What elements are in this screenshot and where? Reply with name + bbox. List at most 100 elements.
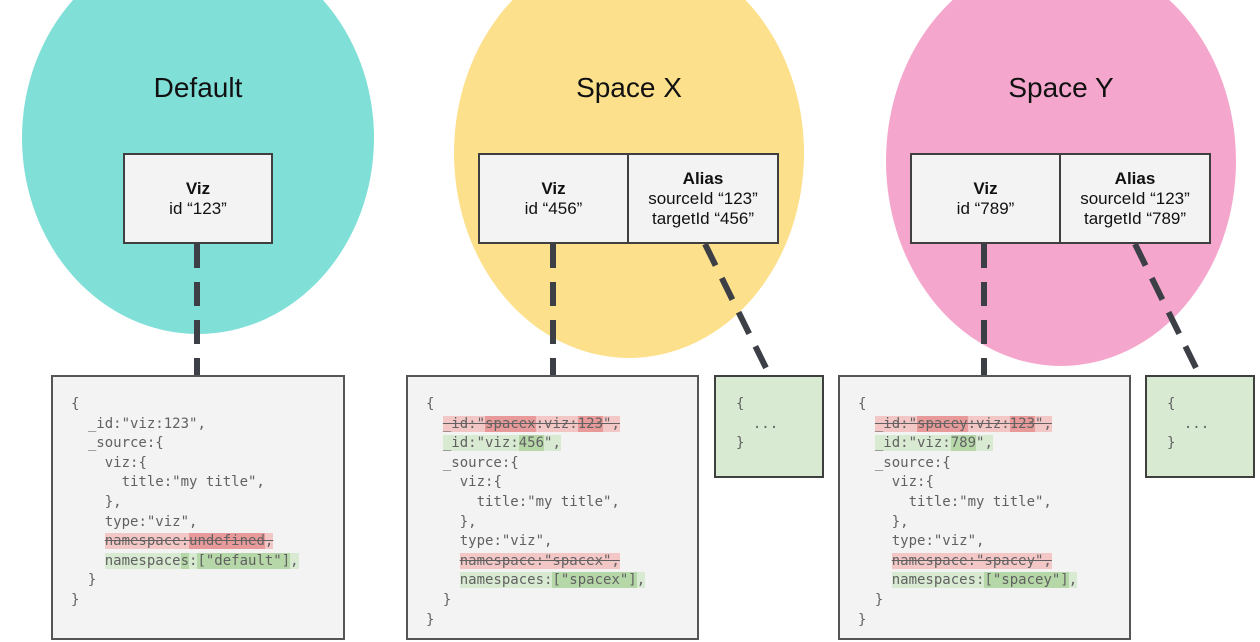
- code-token: [858, 572, 892, 588]
- removed-token: :": [900, 415, 918, 432]
- code-line: viz:{: [858, 473, 1129, 493]
- added-token: namespaces:: [459, 572, 553, 589]
- space-x-alias-box: Alias sourceId “123” targetId “456”: [627, 153, 779, 244]
- space-x-viz-box: Viz id “456”: [478, 153, 629, 244]
- code-token: :{: [485, 474, 502, 491]
- code-line: },: [71, 493, 343, 513]
- code-token: type: [426, 533, 494, 550]
- added-token: _id:"viz:: [874, 435, 951, 452]
- removed-token: namespace:"spacex",: [459, 552, 620, 569]
- code-token: :"viz",: [138, 513, 198, 530]
- added-token: ,: [290, 552, 299, 569]
- code-line: namespace:undefined,: [71, 532, 343, 552]
- added-token: ["default"]: [197, 552, 291, 569]
- code-token: }: [426, 591, 452, 608]
- code-token: title: [426, 493, 519, 510]
- code-token: :{: [146, 435, 164, 452]
- code-line: },: [426, 513, 697, 533]
- code-line: {: [426, 395, 697, 415]
- space-y-saved-object-doc: { _id:"spacey:viz:123", _id:"viz:789", _…: [838, 375, 1131, 640]
- code-token: :"viz:123",: [113, 415, 206, 432]
- viz-box-id: id “789”: [956, 198, 1015, 218]
- removed-token: ,: [264, 533, 274, 550]
- removed-token: 123: [1009, 415, 1036, 432]
- removed-token: ",: [1035, 415, 1052, 432]
- code-line: }: [71, 591, 343, 611]
- code-token: [858, 435, 875, 451]
- code-line: type:"viz",: [858, 532, 1129, 552]
- code-token: },: [71, 493, 122, 510]
- code-line: },: [858, 513, 1129, 533]
- code-line: }: [858, 591, 1129, 611]
- code-line: namespaces:["spacex"],: [426, 571, 697, 591]
- code-line: {: [71, 395, 343, 415]
- viz-box-title: Viz: [541, 178, 566, 198]
- removed-token: namespace:"spacey",: [891, 552, 1052, 569]
- code-token: :"my title",: [518, 493, 620, 510]
- code-line: namespace:"spacex",: [426, 552, 697, 572]
- default-viz-box: Viz id “123”: [123, 153, 273, 244]
- code-token: }: [858, 591, 884, 608]
- code-token: }: [426, 611, 435, 628]
- code-token: type: [71, 513, 139, 530]
- added-token: ["spacex"]: [552, 572, 637, 589]
- added-token: _id:"viz:: [442, 435, 519, 452]
- code-line: }: [71, 571, 343, 591]
- code-line: {: [1167, 396, 1176, 412]
- code-line: type:"viz",: [426, 532, 697, 552]
- space-x-title: Space X: [576, 72, 682, 103]
- code-line: {: [736, 396, 745, 412]
- code-line: }: [736, 435, 745, 452]
- default-space-title: Default: [153, 72, 243, 103]
- code-line: ...: [1167, 415, 1210, 432]
- code-line: }: [1167, 435, 1176, 452]
- code-token: title: [71, 474, 164, 491]
- added-token: ,: [636, 572, 646, 589]
- added-token: namespace: [104, 552, 181, 569]
- code-token: _source: [858, 454, 934, 471]
- code-token: }: [858, 611, 867, 628]
- space-y-viz-box: Viz id “789”: [910, 153, 1061, 244]
- removed-token: undefined: [189, 533, 265, 550]
- code-line: viz:{: [426, 473, 697, 493]
- space-x-alias-connector: [702, 242, 773, 378]
- viz-box-title: Viz: [973, 178, 998, 198]
- code-line: title:"my title",: [858, 493, 1129, 513]
- removed-token: :viz:: [535, 415, 578, 432]
- code-token: _id: [71, 415, 114, 432]
- code-token: :{: [933, 454, 951, 471]
- code-line: _id:"viz:789",: [858, 434, 1129, 454]
- code-token: [71, 533, 105, 549]
- code-token: :"viz",: [925, 533, 985, 550]
- code-line: namespaces:["spacey"],: [858, 571, 1129, 591]
- default-saved-object-doc: { _id:"viz:123", _source:{ viz:{ title:"…: [51, 375, 345, 640]
- alias-box-title: Alias: [682, 168, 724, 188]
- space-x-alias-doc: { ...}: [714, 375, 824, 478]
- viz-box-id: id “123”: [169, 198, 227, 218]
- code-token: _source: [71, 435, 147, 452]
- code-token: :"my title",: [950, 493, 1052, 510]
- removed-token: :viz:: [967, 415, 1010, 432]
- code-token: viz: [858, 474, 918, 491]
- viz-box-title: Viz: [185, 178, 211, 198]
- code-line: title:"my title",: [71, 473, 343, 493]
- alias-box-title: Alias: [1114, 168, 1156, 188]
- added-token: :: [189, 552, 198, 569]
- code-line: {: [858, 395, 1129, 415]
- code-token: viz: [426, 474, 486, 491]
- code-line: _source:{: [426, 454, 697, 474]
- code-token: :{: [501, 454, 519, 471]
- code-line: _source:{: [858, 454, 1129, 474]
- code-line: }: [426, 591, 697, 611]
- removed-token: :": [468, 415, 486, 432]
- removed-token: :: [180, 533, 190, 550]
- code-line: viz:{: [71, 454, 343, 474]
- removed-token: 123: [577, 415, 604, 432]
- alias-source-id: sourceId “123”: [648, 188, 758, 208]
- code-token: :"my title",: [163, 474, 265, 491]
- space-x-saved-object-doc: { _id:"spacex:viz:123", _id:"viz:456", _…: [406, 375, 699, 640]
- code-line: namespaces:["default"],: [71, 552, 343, 572]
- code-token: [426, 572, 460, 588]
- space-y-alias-box: Alias sourceId “123” targetId “789”: [1059, 153, 1211, 244]
- code-token: viz: [71, 454, 131, 471]
